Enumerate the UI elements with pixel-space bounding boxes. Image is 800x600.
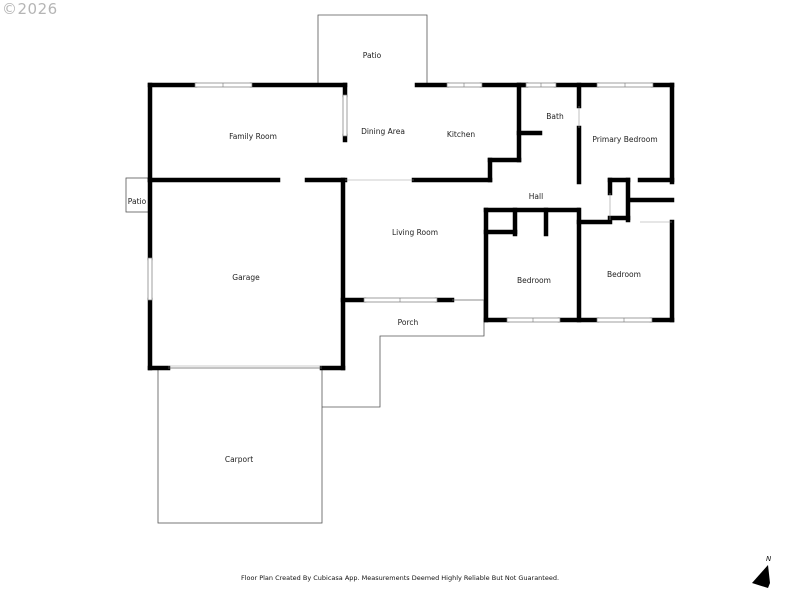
window-garage-left: [147, 257, 153, 301]
label-garage: Garage: [232, 273, 260, 282]
window-bed2-bottom: [596, 317, 653, 323]
label-family-room: Family Room: [229, 132, 277, 141]
carport-outline: [157, 367, 323, 524]
label-kitchen: Kitchen: [447, 130, 475, 139]
copyright-watermark: ©2026: [2, 0, 58, 18]
label-patio-side: Patio: [128, 197, 147, 206]
label-living-room: Living Room: [392, 228, 438, 237]
outdoor-outlines: [125, 14, 485, 524]
label-hall: Hall: [529, 192, 543, 201]
label-bedroom-2: Bedroom: [607, 270, 641, 279]
label-dining-area: Dining Area: [361, 127, 405, 136]
north-label: N: [766, 555, 772, 563]
door-openings: [168, 106, 672, 369]
patio-side-outline: [125, 177, 151, 213]
label-porch: Porch: [398, 318, 419, 327]
walls: [147, 82, 675, 371]
label-carport: Carport: [225, 455, 253, 464]
patio-top-outline: [317, 14, 428, 85]
window-family-top: [194, 82, 253, 88]
window-bed1-bottom: [506, 317, 561, 323]
label-bedroom-1: Bedroom: [517, 276, 551, 285]
window-kitchen-top: [446, 82, 483, 88]
porch-outline: [322, 299, 485, 408]
label-patio-top: Patio: [363, 51, 382, 60]
label-bath: Bath: [546, 112, 564, 121]
footer-disclaimer: Floor Plan Created By Cubicasa App. Meas…: [240, 574, 560, 582]
window-dining-left: [342, 94, 348, 137]
label-primary-bedroom: Primary Bedroom: [592, 135, 657, 144]
window-living-bottom: [363, 297, 438, 303]
north-arrow-icon: [752, 565, 770, 588]
window-mullions: [222, 83, 626, 322]
